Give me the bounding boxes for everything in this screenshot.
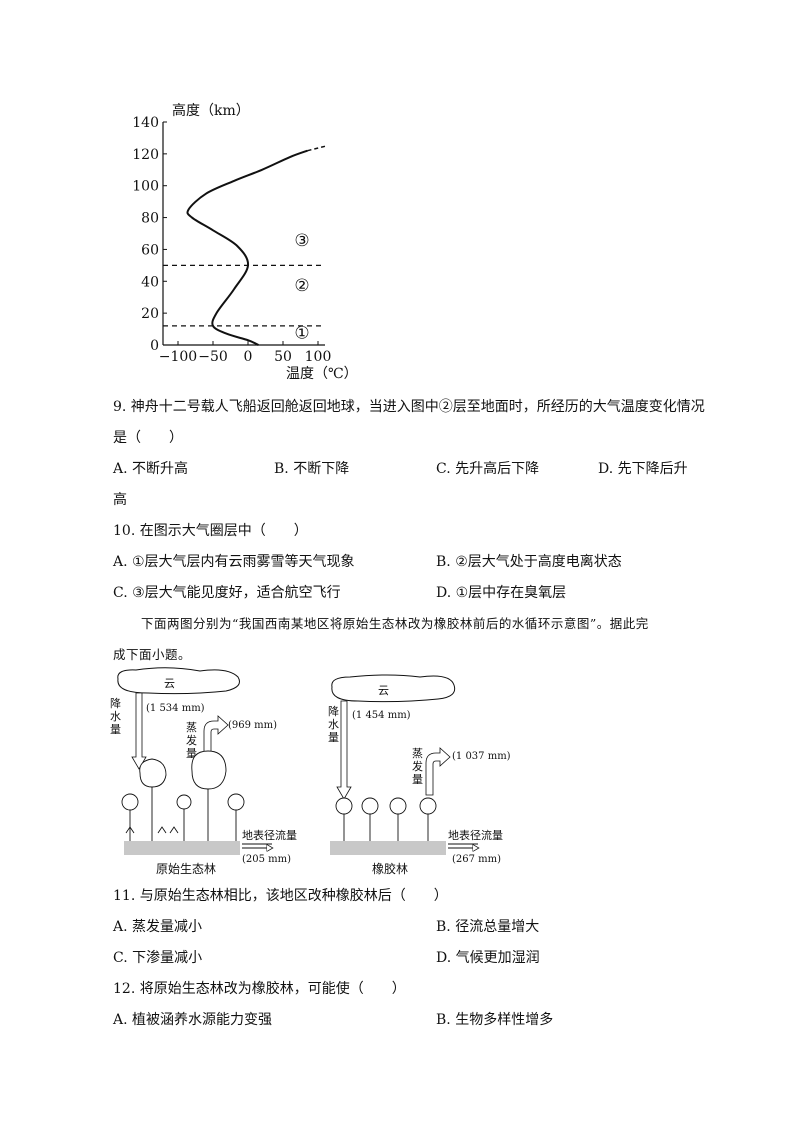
q9-option-d[interactable]: D. 先下降后升 [598,461,688,477]
temperature-curve [186,149,308,346]
y-tick-label: 0 [150,338,159,354]
ground-strip [330,841,446,855]
cloud-shape [331,674,456,703]
q12-stem: 12. 将原始生态林改为橡胶林，可能使（ ） [113,981,406,997]
layer-label: ③ [294,231,309,251]
q9-option-b[interactable]: B. 不断下降 [274,461,350,477]
evap-value: (1 037 mm) [452,751,511,762]
q9-stem-line2: 是（ ） [113,430,183,446]
tree-icons [335,797,437,843]
x-axis-label: 温度（℃） [286,366,358,382]
runoff-label: 地表径流量 [448,828,503,842]
atmosphere-temperature-chart: 高度（km） 0 20 40 60 80 100 120 140 −100−50 0 50 100 ① ②… [132,102,358,382]
y-tick-label: 40 [141,274,159,290]
q10-option-c[interactable]: C. ③层大气能见度好，适合航空飞行 [113,585,341,601]
rubber-forest-diagram: 云 降水量 (1 454 mm) 蒸发量 (1 037 mm) 地表径流量 (2… [328,674,511,876]
precip-arrow [336,700,352,800]
water-cycle-diagrams: 云 降水量 (1 534 mm) 蒸发量 (969 mm) 地表径流量 [110,667,511,876]
precip-value: (1 454 mm) [352,710,411,721]
q10-option-a[interactable]: A. ①层大气层内有云雨雾雪等天气现象 [113,554,355,570]
q10-stem: 10. 在图示大气圈层中（ ） [113,523,308,539]
precip-label: 降水量 [110,696,121,736]
precip-label: 降水量 [328,704,339,744]
y-tick-label: 140 [132,115,159,131]
q11-option-d[interactable]: D. 气候更加湿润 [436,950,540,966]
tree-icons [121,750,245,843]
q9-option-d-cont: 高 [113,492,127,508]
runoff-arrow [448,844,478,848]
caption-original-forest: 原始生态林 [156,862,216,876]
intro-line1: 下面两图分别为“我国西南某地区将原始生态林改为橡胶林前后的水循环示意图”。据此完 [141,616,649,631]
evap-label: 蒸发量 [186,721,197,760]
q10-option-b[interactable]: B. ②层大气处于高度电离状态 [436,554,622,570]
q12-option-b[interactable]: B. 生物多样性增多 [436,1012,554,1028]
runoff-value: (205 mm) [242,854,291,865]
q10-option-d[interactable]: D. ①层中存在臭氧层 [436,585,567,601]
layer-label: ① [294,324,309,344]
evap-arrow [425,747,451,796]
intro-line2: 成下面小题。 [113,647,192,662]
runoff-arrow [242,844,272,848]
q11-option-a[interactable]: A. 蒸发量减小 [113,919,203,935]
q11-option-c[interactable]: C. 下渗量减小 [113,950,203,966]
precip-arrow [131,692,147,770]
cloud-label: 云 [378,684,389,697]
layer-label: ② [294,276,309,296]
cloud-shape [117,667,240,695]
q11-stem: 11. 与原始生态林相比，该地区改种橡胶林后（ ） [113,888,448,904]
ground-strip [124,841,240,855]
y-tick-label: 100 [132,179,159,195]
precip-value: (1 534 mm) [146,703,205,714]
y-tick-label: 120 [132,147,159,163]
x-tick-label: 50 [274,349,292,365]
q9-option-c[interactable]: C. 先升高后下降 [436,461,540,477]
x-tick-label: 100 [305,349,332,365]
x-tick-label: −50 [198,349,228,365]
q9-option-a[interactable]: A. 不断升高 [113,461,189,477]
y-axis-label: 高度（km） [172,102,250,119]
y-tick-label: 20 [141,306,159,322]
q12-option-a[interactable]: A. 植被涵养水源能力变强 [113,1012,273,1028]
cloud-label: 云 [164,677,175,690]
q9-stem-line1: 9. 神舟十二号载人飞船返回舱返回地球，当进入图中②层至地面时，所经历的大气温度… [113,399,705,415]
y-tick-label: 80 [141,211,159,227]
evap-label: 蒸发量 [412,747,423,786]
x-tick-label: −100 [159,349,197,365]
runoff-label: 地表径流量 [242,828,297,842]
caption-rubber-forest: 橡胶林 [372,861,408,876]
x-tick-label: 0 [244,349,253,365]
q11-option-b[interactable]: B. 径流总量增大 [436,919,540,935]
original-forest-diagram: 云 降水量 (1 534 mm) 蒸发量 (969 mm) 地表径流量 [110,667,297,876]
temperature-curve-extension [307,144,328,152]
evap-value: (969 mm) [228,720,277,731]
y-tick-label: 60 [141,242,159,258]
runoff-value: (267 mm) [452,854,501,865]
